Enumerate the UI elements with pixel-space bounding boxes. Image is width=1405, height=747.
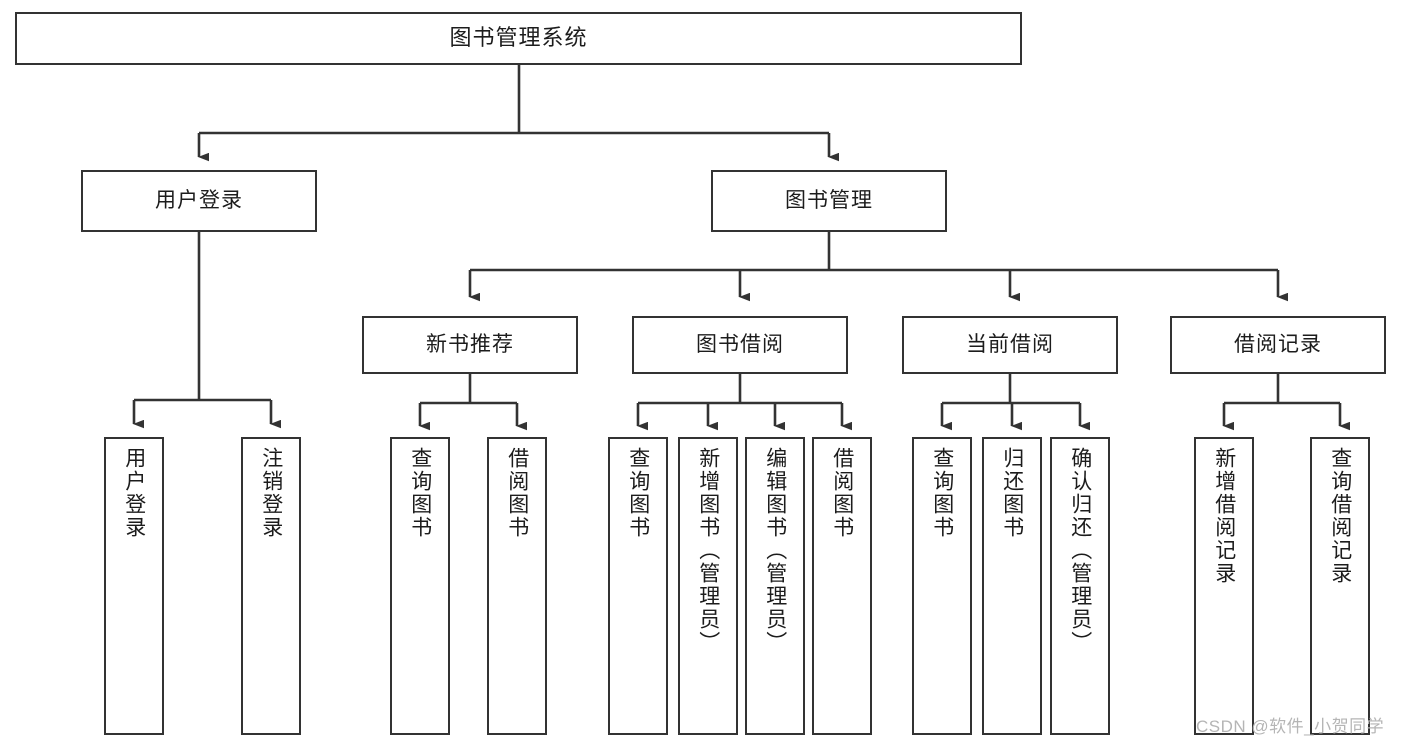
node-label: 查询借阅记录 bbox=[1328, 447, 1352, 585]
node-label: 查询图书 bbox=[626, 447, 650, 539]
node-user-login[interactable]: 用户登录 bbox=[81, 170, 317, 232]
leaf-borrow-record-query[interactable]: 查询借阅记录 bbox=[1310, 437, 1370, 735]
leaf-current-borrow-confirm[interactable]: 确认归还（管理员） bbox=[1050, 437, 1110, 735]
leaf-borrow-record-add[interactable]: 新增借阅记录 bbox=[1194, 437, 1254, 735]
connectors-bookmgmt-to-level3 bbox=[468, 232, 1288, 302]
node-label: 图书管理 bbox=[785, 189, 873, 213]
node-label: 借阅图书 bbox=[505, 447, 529, 539]
node-label: 借阅图书 bbox=[830, 447, 854, 539]
leaf-book-borrow-add[interactable]: 新增图书（管理员） bbox=[678, 437, 738, 735]
node-label: 确认归还（管理员） bbox=[1068, 447, 1092, 654]
node-label: 编辑图书（管理员） bbox=[763, 447, 787, 654]
node-label: 新书推荐 bbox=[426, 333, 514, 357]
node-label: 借阅记录 bbox=[1234, 333, 1322, 357]
node-label: 新增图书（管理员） bbox=[696, 447, 720, 654]
connectors-newbook-to-leaves bbox=[418, 374, 527, 431]
node-root-system[interactable]: 图书管理系统 bbox=[15, 12, 1022, 65]
connectors-userlogin-to-leaves bbox=[132, 232, 281, 429]
leaf-book-borrow-edit[interactable]: 编辑图书（管理员） bbox=[745, 437, 805, 735]
connectors-borrowrecord-to-leaves bbox=[1222, 374, 1350, 431]
leaf-book-borrow-borrow[interactable]: 借阅图书 bbox=[812, 437, 872, 735]
node-current-borrow[interactable]: 当前借阅 bbox=[902, 316, 1118, 374]
node-label: 图书借阅 bbox=[696, 333, 784, 357]
node-book-borrow[interactable]: 图书借阅 bbox=[632, 316, 848, 374]
leaf-current-borrow-query[interactable]: 查询图书 bbox=[912, 437, 972, 735]
leaf-new-book-query[interactable]: 查询图书 bbox=[390, 437, 450, 735]
node-label: 图书管理系统 bbox=[449, 25, 588, 51]
leaf-user-login-logout[interactable]: 注销登录 bbox=[241, 437, 301, 735]
node-borrow-record[interactable]: 借阅记录 bbox=[1170, 316, 1386, 374]
node-label: 查询图书 bbox=[408, 447, 432, 539]
node-label: 当前借阅 bbox=[966, 333, 1054, 357]
connectors-root-to-level2 bbox=[197, 65, 839, 162]
connectors-bookborrow-to-leaves bbox=[636, 374, 852, 431]
leaf-current-borrow-return[interactable]: 归还图书 bbox=[982, 437, 1042, 735]
connectors-currentborrow-to-leaves bbox=[940, 374, 1090, 431]
node-label: 注销登录 bbox=[259, 447, 283, 539]
node-label: 用户登录 bbox=[122, 447, 146, 539]
leaf-user-login-login[interactable]: 用户登录 bbox=[104, 437, 164, 735]
node-label: 查询图书 bbox=[930, 447, 954, 539]
node-label: 归还图书 bbox=[1000, 447, 1024, 539]
node-new-book-recommend[interactable]: 新书推荐 bbox=[362, 316, 578, 374]
watermark: CSDN @软件_小贺同学 bbox=[1196, 717, 1385, 736]
node-label: 新增借阅记录 bbox=[1212, 447, 1236, 585]
node-label: 用户登录 bbox=[155, 189, 243, 213]
leaf-book-borrow-query[interactable]: 查询图书 bbox=[608, 437, 668, 735]
node-book-management[interactable]: 图书管理 bbox=[711, 170, 947, 232]
leaf-new-book-borrow[interactable]: 借阅图书 bbox=[487, 437, 547, 735]
